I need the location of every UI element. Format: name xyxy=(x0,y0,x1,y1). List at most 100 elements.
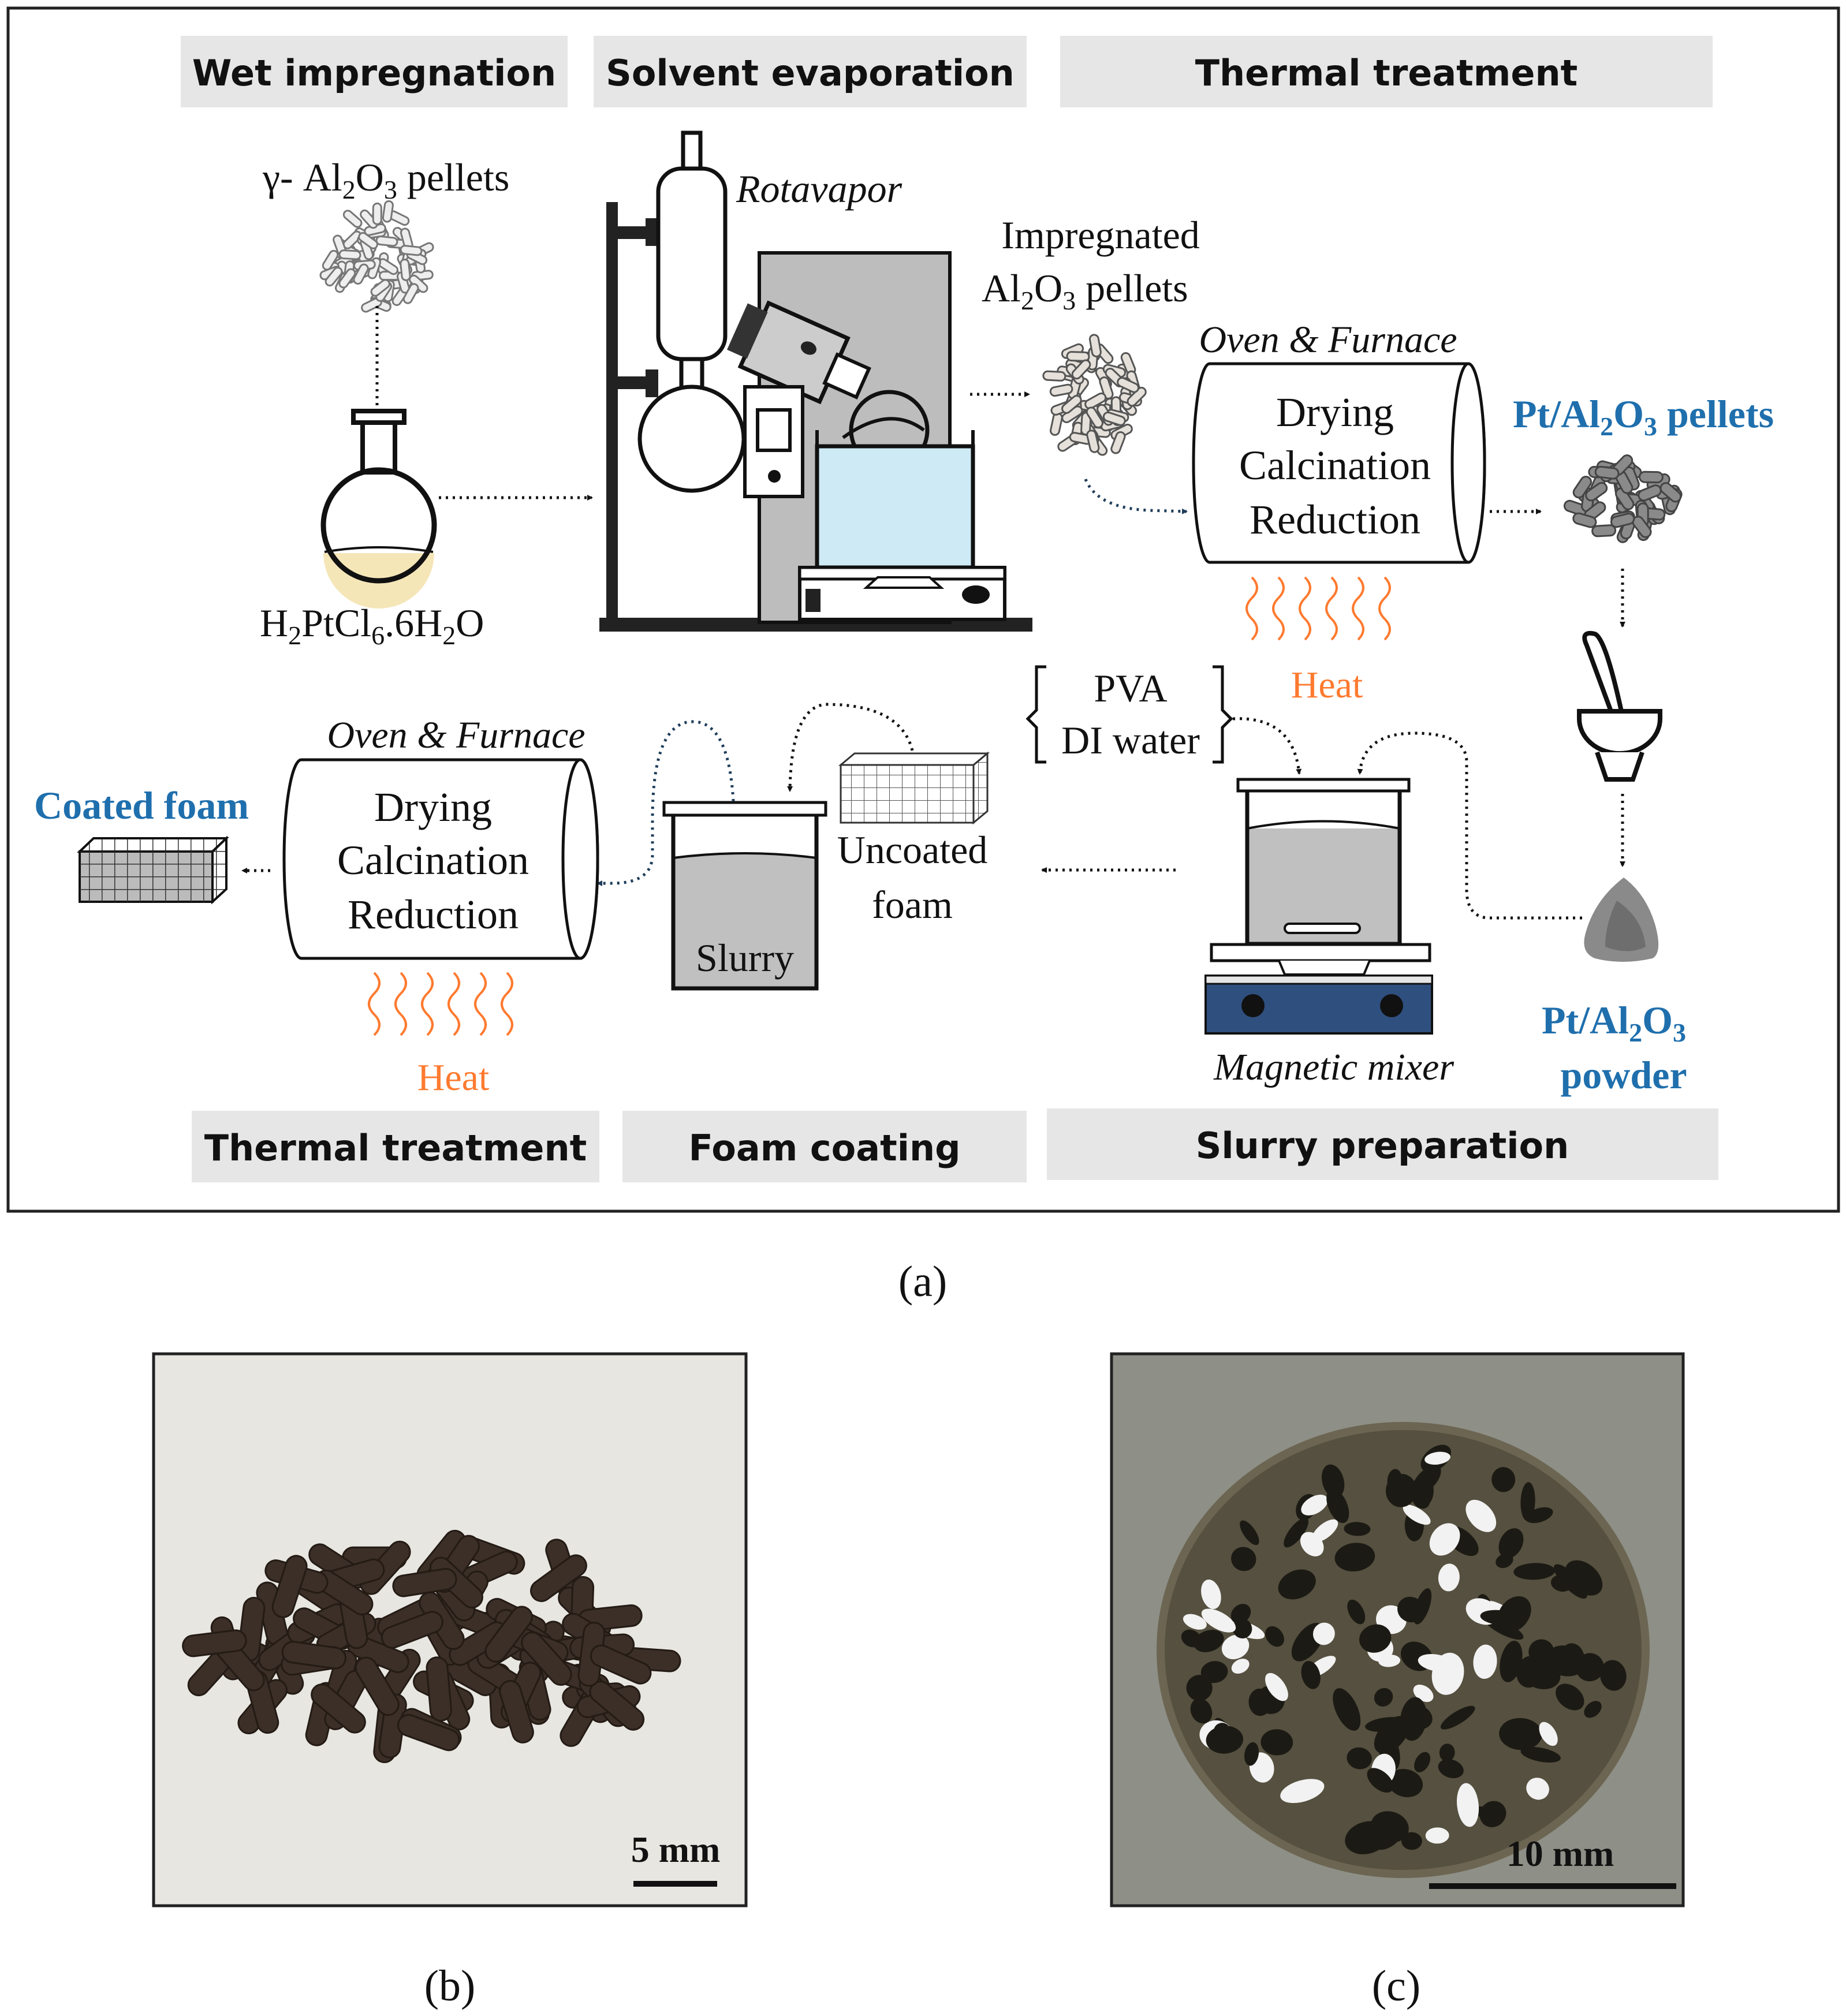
dotted-arrow-pva-to-mixer xyxy=(1232,717,1302,775)
foam-pore xyxy=(1231,1659,1250,1674)
precursor-label: H2PtCl6.6H2O xyxy=(260,601,484,650)
foam-pore xyxy=(1438,1759,1464,1779)
pellet xyxy=(1110,431,1126,454)
magnetic-mixer xyxy=(1204,778,1433,1035)
pellet xyxy=(311,1683,366,1734)
photo-b-pellets xyxy=(182,1529,681,1763)
foam-pore xyxy=(1201,1579,1221,1610)
foam-pore xyxy=(1418,1654,1456,1672)
heat-wave xyxy=(1245,576,1258,641)
pellet xyxy=(1084,392,1107,410)
foam-pore xyxy=(1425,1827,1449,1844)
pellet xyxy=(1594,465,1620,480)
pellet xyxy=(360,209,378,229)
uncoated-foam-block xyxy=(838,751,990,825)
pellet xyxy=(342,210,363,228)
pellet xyxy=(402,283,419,304)
foam-pore xyxy=(1499,1718,1542,1750)
foam-pore xyxy=(1265,1672,1288,1701)
foam-pore xyxy=(1213,1723,1231,1740)
pellet xyxy=(1610,513,1635,528)
pellet xyxy=(1659,482,1682,503)
foam-pore xyxy=(1284,1518,1308,1548)
heat-wave xyxy=(447,972,460,1036)
foam-pore xyxy=(1301,1494,1328,1515)
pellet xyxy=(1042,370,1066,382)
foam-pore xyxy=(1440,1705,1475,1730)
foam-pore xyxy=(1413,1685,1434,1703)
foam-pore xyxy=(1429,1523,1460,1556)
heat-wave xyxy=(421,972,434,1036)
foam-pore xyxy=(1200,1661,1228,1683)
foam-pore xyxy=(1479,1801,1506,1827)
coated-foam-block xyxy=(77,835,229,905)
foam-pore xyxy=(1248,1688,1271,1716)
foam-pore xyxy=(1397,1596,1424,1623)
pellet xyxy=(521,1631,572,1686)
rotavapor-apparatus xyxy=(599,130,1032,632)
label-slurry-preparation: Slurry preparation xyxy=(1196,1125,1569,1167)
di-water-label: DI water xyxy=(1061,718,1200,762)
foam-pore xyxy=(1347,1747,1372,1769)
foam-pore xyxy=(1424,1451,1450,1465)
pellet xyxy=(1066,350,1090,362)
pellet xyxy=(1086,406,1103,428)
pellet xyxy=(1572,476,1593,499)
pellet xyxy=(1099,376,1114,400)
pellet xyxy=(325,267,343,287)
label-solvent-evaporation: Solvent evaporation xyxy=(606,52,1015,94)
foam-pore xyxy=(1244,1742,1259,1766)
pva-label: PVA xyxy=(1094,666,1167,710)
label-foam-coating: Foam coating xyxy=(688,1127,960,1169)
pellet xyxy=(1086,430,1100,453)
foam-pore xyxy=(1599,1660,1627,1691)
bracket-left xyxy=(1025,665,1046,764)
pellet xyxy=(338,268,356,289)
foam-pore xyxy=(1365,1717,1408,1732)
pellet xyxy=(400,259,411,281)
foam-pore xyxy=(1385,1474,1417,1507)
foam-pore xyxy=(1221,1634,1250,1660)
heat-waves-bottom xyxy=(368,972,513,1036)
pellet xyxy=(530,1554,587,1602)
foam-pore xyxy=(1584,1701,1602,1718)
foam-pore xyxy=(1539,1722,1558,1746)
foam-pore xyxy=(1414,1752,1431,1772)
foam-pore xyxy=(1400,1697,1427,1741)
rotavapor-label: Rotavapor xyxy=(736,167,903,211)
pellet xyxy=(1585,481,1608,502)
band-solvent-evaporation xyxy=(594,36,1027,107)
pellet xyxy=(590,1644,652,1685)
pellet xyxy=(372,202,382,225)
pellet xyxy=(1572,512,1597,528)
dotted-arrow-slurry-to-oven xyxy=(596,720,735,886)
pellet xyxy=(358,232,378,249)
pellet xyxy=(1049,383,1073,397)
impregnated-label-line1: Impregnated xyxy=(1001,213,1200,257)
foam-pore xyxy=(1438,1563,1460,1592)
pellet xyxy=(182,1629,247,1657)
photo-c-coated-foam-disk xyxy=(1157,1422,1650,1878)
pellet xyxy=(382,200,394,223)
pellet xyxy=(370,279,390,297)
oven-bottom-calcination: Calcination xyxy=(337,837,529,883)
foam-pore xyxy=(1561,1643,1584,1671)
pellet xyxy=(322,249,339,271)
scale-bar-c xyxy=(1429,1883,1676,1889)
pellet xyxy=(281,1641,346,1670)
foam-pore xyxy=(1516,1656,1543,1688)
pt-pellet-pile xyxy=(1563,454,1683,543)
foam-pore xyxy=(1520,1746,1561,1763)
slurry-beaker xyxy=(662,801,827,991)
heat-wave xyxy=(1272,576,1285,641)
pellet xyxy=(484,1606,533,1663)
pellet xyxy=(499,1680,534,1744)
pellet xyxy=(1117,376,1140,393)
scale-bar-b xyxy=(633,1881,717,1887)
heat-label-bottom: Heat xyxy=(417,1056,490,1099)
foam-pore xyxy=(1321,1464,1345,1498)
pt-pellets-label: Pt/Al2O3 pellets xyxy=(1513,392,1774,441)
oven-bottom-drying: Drying xyxy=(374,784,492,830)
pellet xyxy=(1632,516,1652,538)
